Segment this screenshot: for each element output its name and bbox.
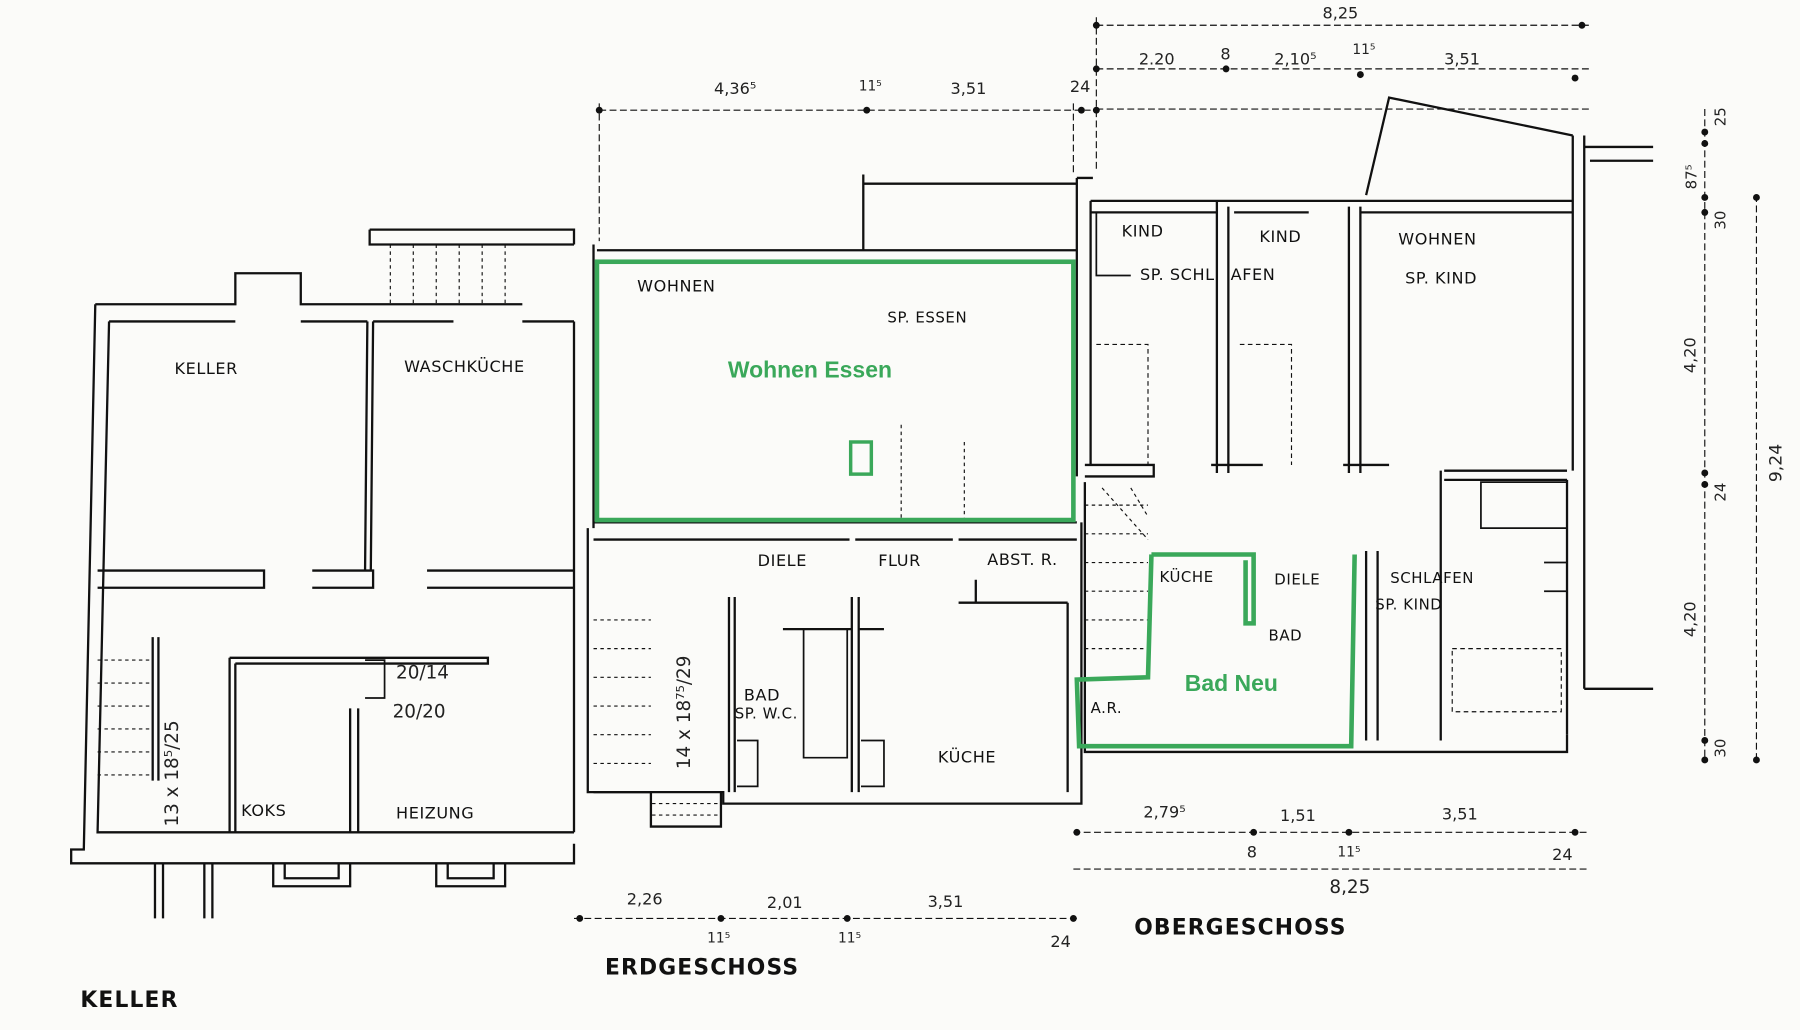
- room-label-wohnen: WOHNEN: [637, 277, 716, 297]
- dim-og-top-4: 11⁵: [1352, 41, 1376, 58]
- dim-og-top-total: 8,25: [1322, 4, 1359, 23]
- room-label-bad: BAD: [743, 686, 781, 705]
- dimension-lines: [574, 17, 1758, 919]
- erdgeschoss-stairs: [593, 424, 965, 816]
- room-label-sp-essen: SP. ESSEN: [887, 309, 968, 328]
- dim-og-top-5: 3,51: [1444, 50, 1480, 69]
- dim-og-bottom-1: 2,79⁵: [1143, 803, 1186, 822]
- erdgeschoss-walls: [586, 174, 1093, 828]
- room-label-kind-1: KIND: [1121, 222, 1164, 242]
- highlight-label-bad-neu: Bad Neu: [1184, 671, 1278, 697]
- dim-eg-bottom-1: 2,26: [626, 890, 663, 910]
- dim-og-bottom-small-3: 24: [1552, 846, 1573, 865]
- room-label-afen: AFEN: [1230, 266, 1276, 285]
- dim-eg-top-4: 24: [1069, 78, 1091, 97]
- obergeschoss-stairs: [1084, 487, 1149, 650]
- keller-stair-annotation: 13 x 18⁵/25: [160, 720, 183, 827]
- dim-eg-bottom-2: 2,01: [766, 894, 803, 913]
- room-label-sp-kind-og: SP. KIND: [1405, 269, 1478, 289]
- dim-og-bottom-3: 3,51: [1441, 805, 1478, 825]
- highlight-label-wohnen-essen: Wohnen Essen: [727, 358, 892, 384]
- room-label-schlafen: SCHLAFEN: [1390, 570, 1474, 588]
- floor-title-erdgeschoss: ERDGESCHOSS: [604, 955, 800, 981]
- keller-stairs: [97, 244, 506, 776]
- dim-og-right-2: 87⁵: [1684, 164, 1702, 190]
- dim-og-bottom-total: 8,25: [1329, 875, 1371, 898]
- room-label-wohnen-og: WOHNEN: [1398, 230, 1477, 250]
- dim-eg-bottom-small-1: 11⁵: [707, 929, 731, 946]
- dim-og-right-4: 4,20: [1681, 337, 1701, 374]
- room-label-sp-schl: SP. SCHL: [1139, 266, 1215, 285]
- room-label-keller: KELLER: [174, 360, 238, 379]
- dim-eg-top-1: 4,36⁵: [714, 80, 757, 99]
- room-label-kueche-og: KÜCHE: [1159, 569, 1214, 587]
- floor-title-keller: KELLER: [80, 987, 179, 1013]
- dim-og-bottom-small-2: 11⁵: [1337, 843, 1361, 860]
- dimension-ticks: [576, 21, 1760, 922]
- dim-og-right-6: 4,20: [1681, 601, 1701, 638]
- dim-og-bottom-small-1: 8: [1246, 843, 1257, 863]
- room-label-ar: A.R.: [1090, 700, 1123, 718]
- floor-title-obergeschoss: OBERGESCHOSS: [1134, 914, 1347, 941]
- dim-eg-top-3: 3,51: [950, 80, 987, 99]
- room-label-sp-wc: SP. W.C.: [734, 706, 798, 724]
- dim-og-right-5: 24: [1712, 482, 1731, 502]
- bad-neu-outline: [1074, 552, 1357, 749]
- dim-eg-bottom-small-2: 11⁵: [838, 929, 862, 946]
- dim-og-right-total: 9,24: [1765, 443, 1787, 483]
- room-label-flur: FLUR: [878, 552, 921, 571]
- room-label-heizung: HEIZUNG: [396, 804, 475, 824]
- wohnen-essen-outline: [594, 259, 1076, 523]
- chimney-size-b: 20/20: [392, 700, 446, 723]
- dim-og-top-1: 2.20: [1138, 50, 1175, 69]
- room-label-abst-r: ABST. R.: [987, 551, 1058, 570]
- dim-og-bottom-2: 1,51: [1280, 807, 1316, 826]
- dim-og-top-2: 8: [1220, 45, 1231, 65]
- room-label-bad-og: BAD: [1268, 627, 1303, 646]
- dim-eg-bottom-3: 3,51: [927, 893, 964, 912]
- chimney-outline: [848, 440, 874, 476]
- keller-walls: [70, 228, 576, 919]
- dim-eg-top-2: 11⁵: [858, 78, 882, 95]
- obergeschoss-walls: [1075, 96, 1654, 754]
- green-highlights: [594, 259, 1357, 749]
- dim-eg-bottom-small-3: 24: [1050, 933, 1071, 952]
- chimney-size-a: 20/14: [396, 661, 449, 684]
- room-label-koks: KOKS: [241, 802, 287, 821]
- erdgeschoss-stair-annotation: 14 x 18⁷⁵/29: [672, 655, 695, 770]
- dim-og-top-3: 2,10⁵: [1274, 50, 1317, 69]
- room-label-diele: DIELE: [757, 552, 807, 571]
- room-label-waschkueche: WASCHKÜCHE: [404, 358, 525, 377]
- dim-og-right-7: 30: [1712, 738, 1731, 758]
- room-label-kueche: KÜCHE: [937, 748, 997, 767]
- dim-og-right-3: 30: [1712, 210, 1731, 230]
- dim-og-right-1: 25: [1712, 107, 1731, 127]
- room-label-sp-kind-2: SP. KIND: [1375, 596, 1443, 615]
- room-label-diele-og: DIELE: [1274, 571, 1321, 589]
- room-label-kind-2: KIND: [1259, 228, 1302, 247]
